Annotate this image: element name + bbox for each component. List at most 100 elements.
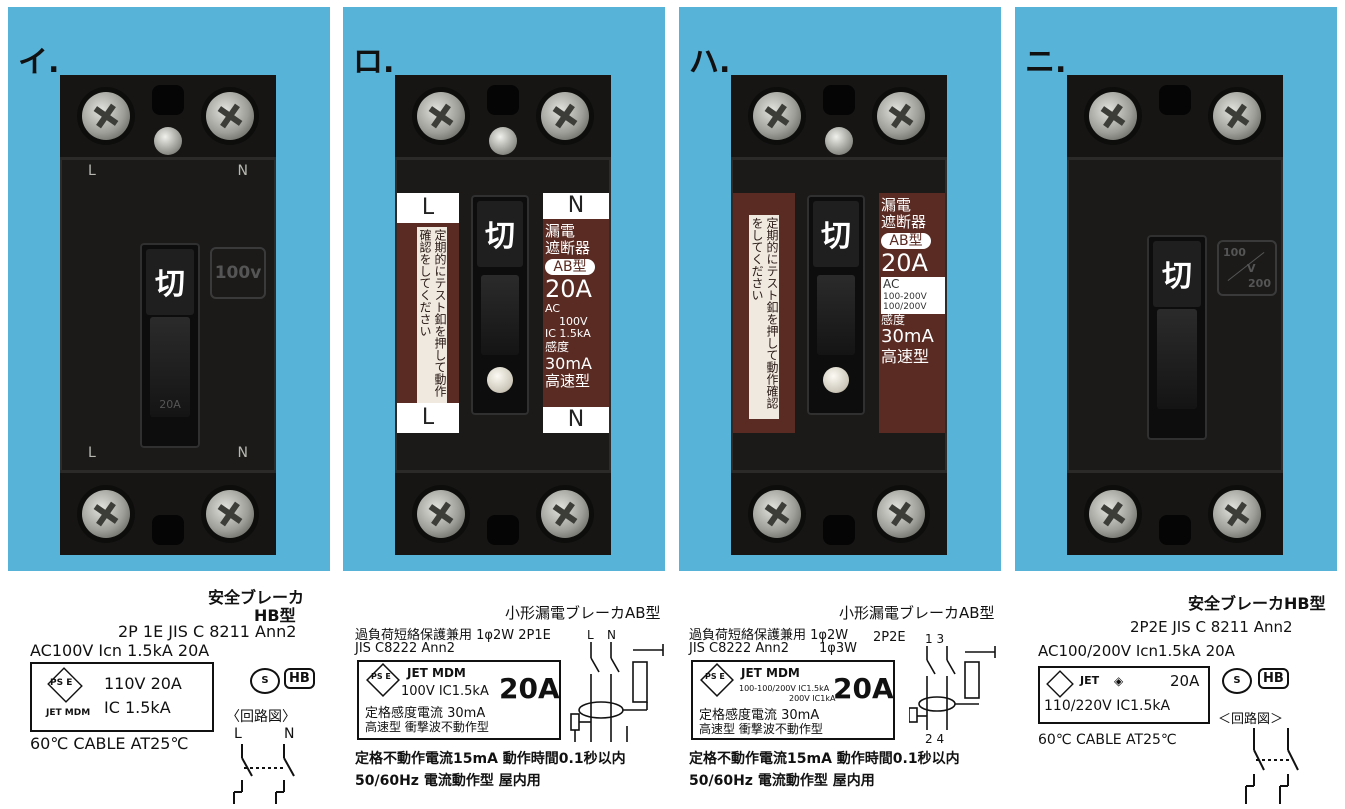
pse-logo-text: PS E [371, 672, 391, 681]
terminal-row-bottom [1067, 470, 1283, 555]
circuit-diagram [570, 642, 664, 742]
cert-line: IC 1.5kA [104, 698, 171, 717]
circuit-l: L [587, 628, 594, 642]
mount-hole [487, 515, 519, 545]
badge-text: 100 [1223, 246, 1246, 259]
photo-panel-ro: ロ. L L 定期的にテスト釦を押して動作確認をしてください 切 N N 漏電 … [343, 7, 665, 571]
test-instructions: 定期的にテスト釦を押して動作確認をしてください [749, 215, 779, 419]
terminal-label-l: L [88, 445, 96, 461]
circuit-diagram [233, 744, 295, 804]
pse-logo-text: PS E [705, 672, 725, 681]
breaker-hb: L N 切 20A 100v L N [60, 75, 276, 555]
breaker-ab: 定期的にテスト釦を押して動作確認をしてください 切 漏電 遮断器 AB型 20A… [731, 75, 947, 555]
circuit-terminals-top: 1 3 [925, 632, 945, 646]
circuit-l: L [234, 726, 242, 742]
mount-hole [1159, 515, 1191, 545]
circuit-label: 〈回路図〉 [226, 709, 296, 725]
screw-icon [1089, 92, 1137, 140]
screw-icon [206, 92, 254, 140]
mount-hole [152, 85, 184, 115]
toggle-switch[interactable]: 切 [1147, 235, 1207, 440]
test-instructions: 定期的にテスト釦を押して動作確認をしてください [417, 227, 447, 403]
circuit-n: N [607, 628, 616, 642]
screw-icon [1213, 490, 1261, 538]
spec-line: AC100/200V Icn1.5kA 20A [1038, 642, 1235, 660]
breaker-ab: L L 定期的にテスト釦を押して動作確認をしてください 切 N N 漏電 遮断器… [395, 75, 611, 555]
toggle-window [813, 201, 859, 267]
tag-n-bottom: N [543, 407, 609, 433]
terminal-row-bottom [731, 470, 947, 555]
spec-line: JIS C8222 Ann2 [689, 641, 789, 656]
terminal-row-bottom [395, 470, 611, 555]
caption-i: 安全ブレーカ HB型 2P 1E JIS C 8211 Ann2 AC100V … [22, 580, 352, 809]
panel-label: ニ. [1025, 45, 1067, 80]
toggle-window [477, 201, 523, 267]
screw-icon [877, 490, 925, 538]
screw-icon [753, 92, 801, 140]
caption-ha: 小形漏電ブレーカAB型 過負荷短絡保護兼用 1φ2W 1φ3W 2P2E JIS… [689, 580, 1019, 809]
product-title: 小形漏電ブレーカAB型 [839, 604, 995, 622]
photo-panel-i: イ. L N 切 20A 100v L N [8, 7, 330, 571]
screw-icon [1089, 490, 1137, 538]
spec-text: AC [883, 277, 900, 292]
spec-text: 遮断器 [545, 239, 591, 258]
screw-icon [541, 92, 589, 140]
hb-logo-icon: HB [284, 668, 315, 689]
breaker-hb-2p2e: 切 100 V 200 [1067, 75, 1283, 555]
toggle-switch[interactable]: 切 [471, 195, 529, 415]
mount-hole [487, 85, 519, 115]
circuit-diagram [1245, 728, 1299, 804]
spec-line: 2P2E JIS C 8211 Ann2 [1130, 618, 1293, 636]
switch-state-label: 切 [485, 219, 515, 254]
spec-text: 遮断器 [881, 213, 927, 232]
circuit-diagram [909, 646, 996, 730]
spec-text: AC [545, 302, 561, 316]
pse-logo-text: PS E [50, 678, 73, 688]
spec-text: 100V [559, 314, 588, 328]
terminal-label-l: L [88, 163, 96, 179]
badge-text: 200 [1248, 277, 1271, 290]
stud [154, 127, 182, 155]
cert-amp: 20A [1170, 672, 1200, 690]
cert-line: 110V 20A [104, 674, 182, 693]
caption-ni: 安全ブレーカHB型 2P2E JIS C 8211 Ann2 AC100/200… [1032, 580, 1332, 809]
spec-text: 100-200V [883, 291, 927, 302]
footer-line: 定格不動作電流15mA 動作時間0.1秒以内 [689, 751, 960, 767]
cert-line: 定格感度電流 30mA [699, 708, 820, 723]
toggle-lever [481, 275, 519, 355]
circuit-n: N [284, 726, 295, 742]
cert-line: JET [1080, 674, 1100, 687]
toggle-lever [817, 275, 855, 355]
screw-icon [1213, 92, 1261, 140]
cert-amp: 20A [833, 672, 894, 705]
test-button[interactable] [823, 367, 849, 393]
tag-l-bottom: L [397, 403, 459, 433]
mount-hole [152, 515, 184, 545]
cert-line: 高速型 衝撃波不動作型 [365, 720, 489, 734]
right-label-plate [543, 193, 609, 433]
spec-line: 過負荷短絡保護兼用 1φ2W [689, 628, 849, 643]
cert-line: 100V IC1.5kA [401, 684, 489, 699]
circuit-terminals-bottom: 2 4 [925, 732, 945, 746]
screw-icon [417, 92, 465, 140]
spec-text: 感度 [881, 312, 906, 327]
terminal-row-bottom [60, 470, 276, 555]
jet-logo-icon: S [250, 668, 280, 694]
toggle-switch[interactable]: 切 20A [140, 243, 200, 448]
switch-state-label: 切 [1162, 259, 1192, 294]
jet-logo-icon: S [1222, 668, 1252, 694]
footer-line: 60℃ CABLE AT25℃ [1038, 732, 1177, 748]
spec-text: 漏電 [881, 196, 912, 214]
panel-label: ロ. [353, 45, 395, 80]
terminal-row-top [1067, 75, 1283, 160]
cert-box: PS E JET MDM 100-100/200V IC1.5kA 200V I… [691, 660, 895, 740]
cert-amp: 20A [499, 672, 560, 705]
toggle-switch[interactable]: 切 [807, 195, 865, 415]
spec-type-badge: AB型 [545, 258, 595, 275]
diamond-icon: ◈ [1114, 674, 1124, 688]
switch-state-label: 切 [821, 219, 851, 254]
spec-text: 漏電 [545, 222, 576, 240]
screw-icon [541, 490, 589, 538]
spec-text: 高速型 [545, 372, 591, 391]
test-button[interactable] [487, 367, 513, 393]
